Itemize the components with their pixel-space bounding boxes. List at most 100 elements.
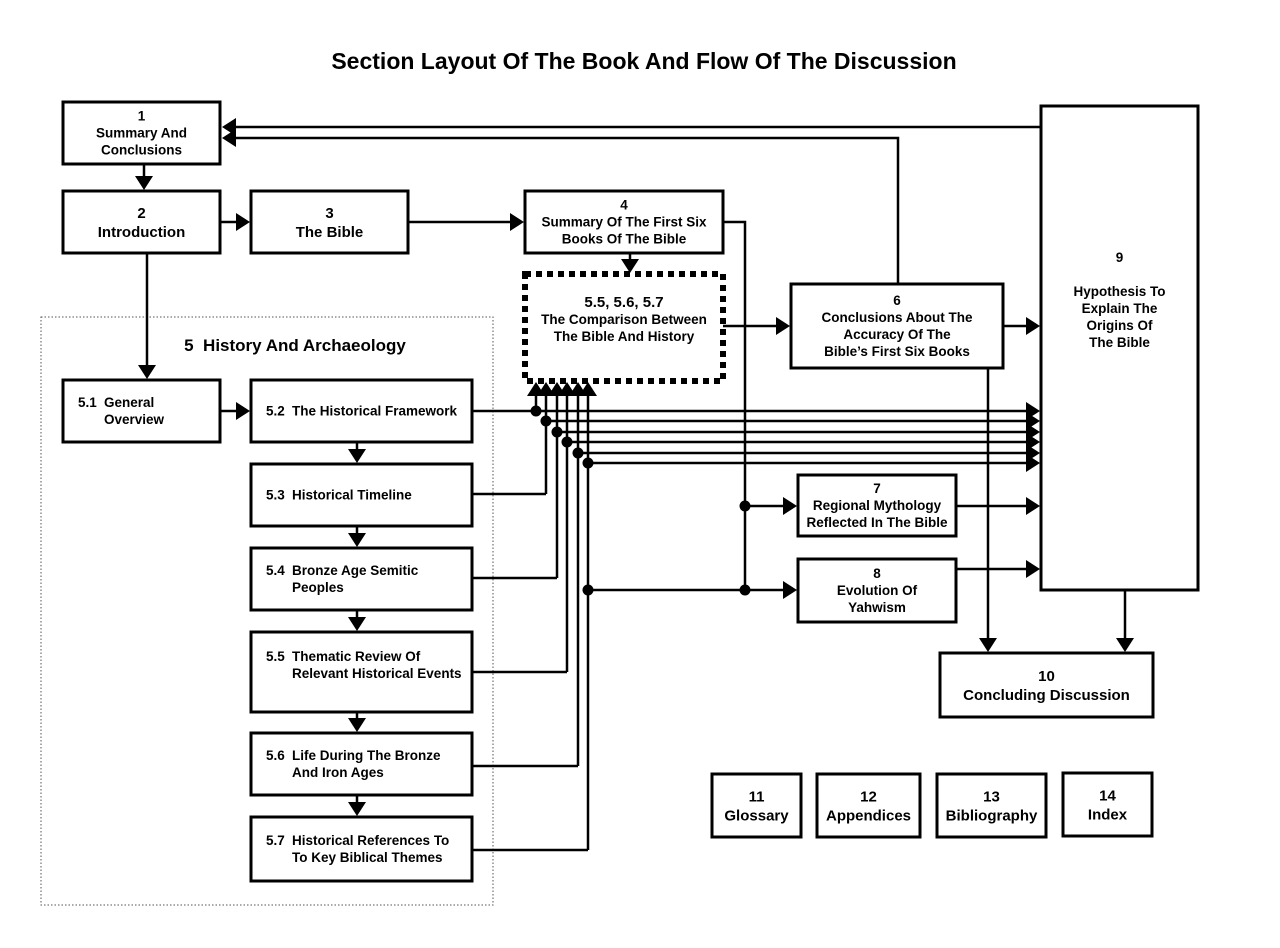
section-number: 7 <box>873 481 881 496</box>
box-frame <box>61 100 222 166</box>
arrowhead-icon <box>510 213 524 231</box>
arrowhead-icon <box>1026 497 1040 515</box>
section-number: 14 <box>1099 788 1116 805</box>
section-label-line: Bronze Age Semitic <box>292 563 419 578</box>
section-label-line: Peoples <box>292 580 344 595</box>
section-number: 12 <box>860 789 877 806</box>
box-frame <box>789 282 1005 370</box>
section-label-line: Reflected In The Bible <box>806 515 948 530</box>
arrowhead-icon <box>222 118 236 136</box>
box-frame <box>249 546 474 612</box>
section-number: 5.5 <box>266 649 285 664</box>
box-frame <box>935 772 1048 839</box>
section-label-line: Explain The <box>1082 301 1158 316</box>
section-label-line: Yahwism <box>848 600 906 615</box>
box-frame <box>815 772 922 839</box>
section-number: 2 <box>137 205 145 222</box>
section-number: 3 <box>325 205 333 222</box>
section-label-line: Overview <box>104 412 165 427</box>
box-frame <box>1039 104 1200 592</box>
section-number: 5.7 <box>266 833 285 848</box>
arrowhead-icon <box>236 402 250 420</box>
section-label-line: Accuracy Of The <box>843 327 951 342</box>
section-number: 8 <box>873 566 881 581</box>
section-label-line: Concluding Discussion <box>963 687 1130 704</box>
arrowhead-icon <box>348 449 366 463</box>
box-frame <box>249 189 410 255</box>
box-frame <box>796 557 958 624</box>
section-number: 5.1 <box>78 395 97 410</box>
arrowhead-icon <box>348 802 366 816</box>
group-title: 5 History And Archaeology <box>184 336 406 355</box>
group-border <box>40 316 494 906</box>
arrowhead-icon <box>776 317 790 335</box>
arrowhead-icon <box>348 617 366 631</box>
section-number: 13 <box>983 789 1000 806</box>
arrowhead-icon <box>1116 638 1134 652</box>
section-label-line: The Bible And History <box>554 329 695 344</box>
arrowhead-icon <box>135 176 153 190</box>
arrowhead-icon <box>348 718 366 732</box>
box-frame <box>1061 771 1154 838</box>
section-label-line: Glossary <box>724 808 789 825</box>
box-frame <box>522 271 726 384</box>
box-frame <box>249 731 474 797</box>
box-frame <box>523 189 725 255</box>
box-frame <box>249 378 474 444</box>
section-number: 5.3 <box>266 488 285 503</box>
section-number: 5.4 <box>266 563 285 578</box>
section-label-line: Appendices <box>826 808 911 825</box>
box-frame <box>249 462 474 528</box>
arrowheads <box>135 118 1134 816</box>
junction-dot <box>572 447 584 459</box>
arrowhead-icon <box>1026 317 1040 335</box>
section-label-line: Index <box>1088 807 1128 824</box>
junction-dot <box>739 500 751 512</box>
box-frame <box>249 815 474 883</box>
section-label-line: Summary Of The First Six <box>541 215 707 230</box>
section-label-line: Hypothesis To <box>1073 284 1165 299</box>
section-label-line: Books Of The Bible <box>562 232 687 247</box>
section-label-line: Regional Mythology <box>813 498 942 513</box>
diagram-title: Section Layout Of The Book And Flow Of T… <box>331 48 956 74</box>
box-frame <box>61 378 222 444</box>
arrowhead-icon <box>783 497 797 515</box>
section-number: 6 <box>893 293 901 308</box>
section-label-line: Historical References To <box>292 833 449 848</box>
connectors <box>142 125 1127 852</box>
junction-dot <box>582 584 594 596</box>
section-label-line: The Historical Framework <box>292 404 458 419</box>
section-label-line: Bibliography <box>946 808 1038 825</box>
box-frame <box>61 189 222 255</box>
junction-dot <box>551 426 563 438</box>
section-number: 5.6 <box>266 748 285 763</box>
box-frame <box>938 651 1155 719</box>
section-label-line: Life During The Bronze <box>292 748 441 763</box>
section-label-line: General <box>104 395 154 410</box>
arrowhead-icon <box>1026 454 1040 472</box>
section-label-line: And Iron Ages <box>292 765 384 780</box>
section-number: 10 <box>1038 668 1055 685</box>
section-label-line: Conclusions About The <box>822 310 973 325</box>
arrowhead-icon <box>621 259 639 273</box>
section-label-line: Historical Timeline <box>292 488 412 503</box>
box-frame <box>710 772 803 839</box>
section-label-line: The Comparison Between <box>541 312 707 327</box>
